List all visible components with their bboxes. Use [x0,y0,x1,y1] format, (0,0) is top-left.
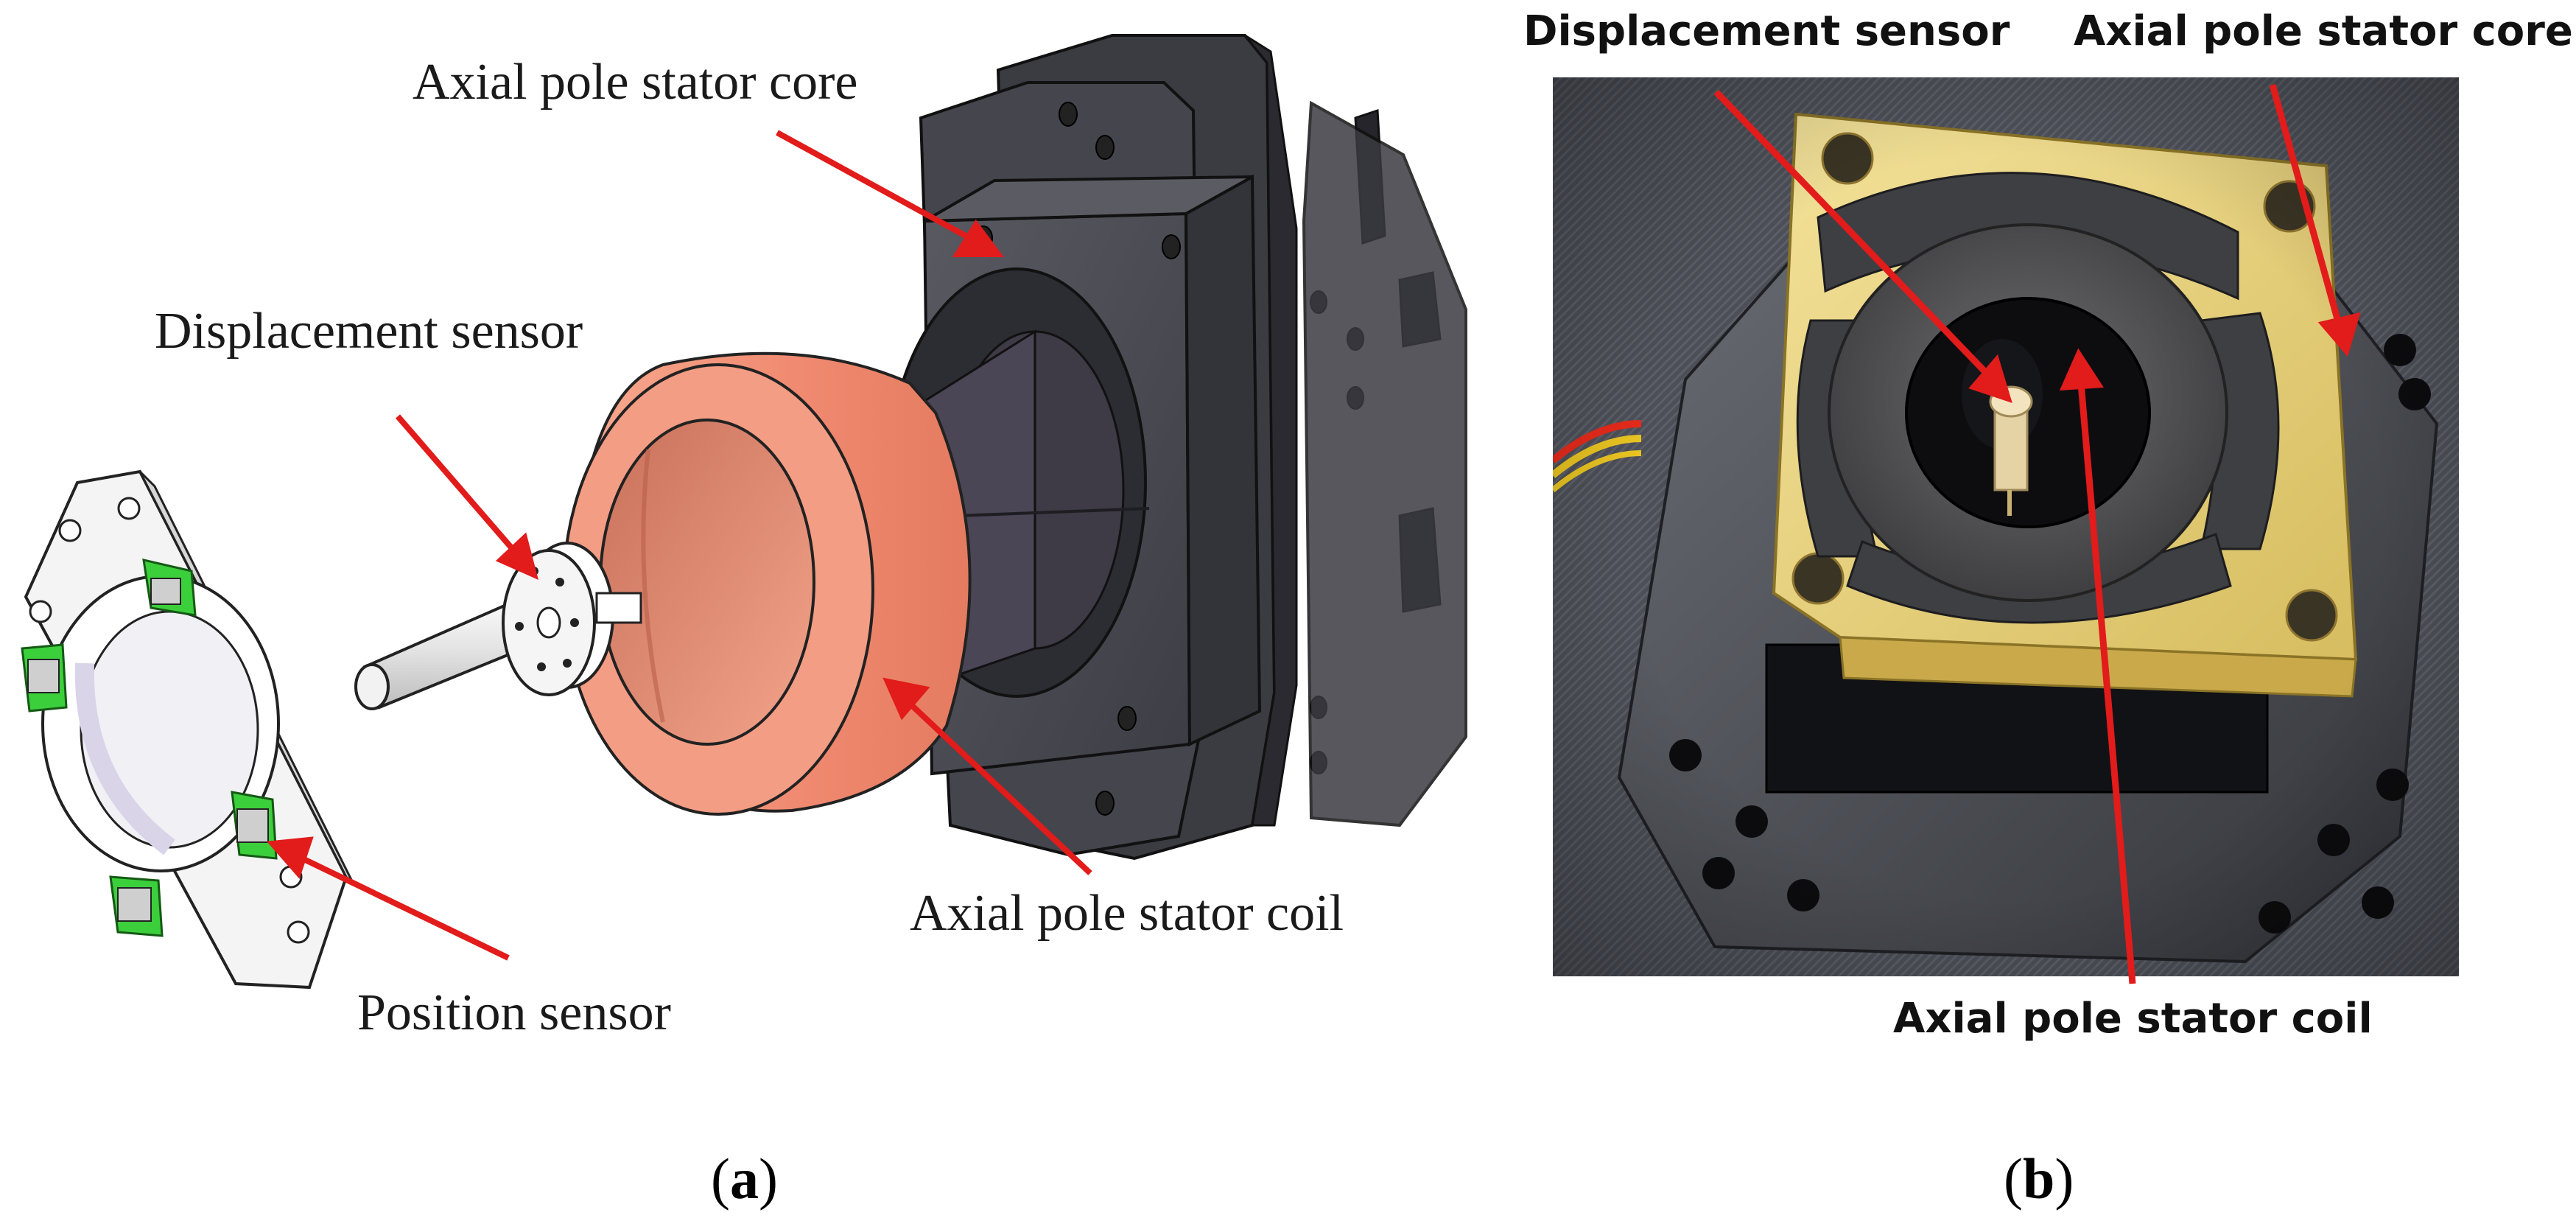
hall-chip [231,791,278,860]
axial-pole-stator-core [886,34,1467,861]
hall-chip [109,875,164,937]
label-position-sensor-a: Position sensor [357,984,671,1041]
arrow-stator-core [776,130,974,242]
arrow-displacement-sensor [395,414,519,555]
position-sensor-part [21,469,355,990]
caption-b-letter: b [2022,1147,2055,1211]
label-displacement-sensor-a: Displacement sensor [155,303,583,360]
caption-a-letter: a [729,1147,759,1211]
panel-a-cad-drawing [21,34,1467,990]
axial-pole-stator-coil [562,351,972,816]
label-axial-pole-stator-core-a: Axial pole stator core [413,54,858,111]
label-displacement-sensor-b: Displacement sensor [1523,7,2010,55]
hall-chip [21,643,68,713]
caption-a: (a) [711,1147,778,1211]
displacement-sensor-part [354,542,642,710]
arrow-position-sensor [293,852,510,961]
label-axial-pole-stator-coil-a: Axial pole stator coil [910,885,1344,942]
panel-b-photo [1553,77,2459,976]
label-axial-pole-stator-coil-b: Axial pole stator coil [1893,995,2373,1043]
hall-chip [142,559,197,617]
caption-b: (b) [2004,1147,2074,1211]
label-axial-pole-stator-core-b: Axial pole stator core [2074,7,2573,55]
arrow-stator-coil [904,698,1092,875]
